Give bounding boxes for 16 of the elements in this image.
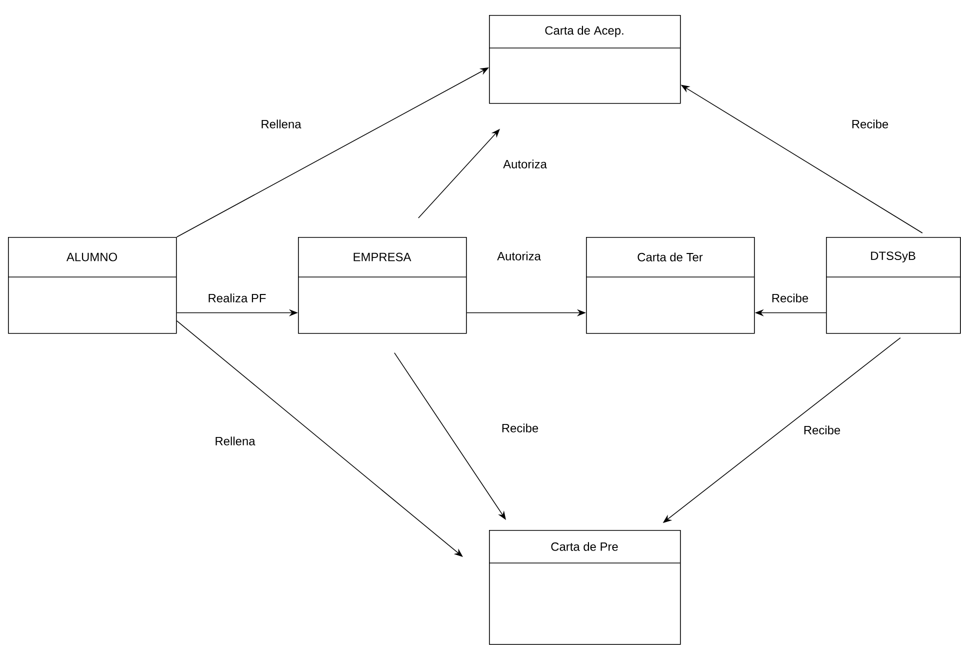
class-box: Carta de Pre (488, 530, 681, 645)
arrow (176, 320, 463, 557)
edge-label: Realiza PF (206, 292, 268, 304)
class-box: Carta de Ter (586, 236, 755, 334)
edge-label: Recibe (770, 292, 810, 304)
edge-label: Autoriza (496, 250, 542, 262)
edge-label: Rellena (213, 435, 257, 447)
edge-label: Recibe (850, 118, 890, 130)
class-box: DTSSyB (826, 236, 961, 334)
class-box: Carta de Acep. (488, 15, 681, 104)
edge-label: Rellena (259, 118, 303, 130)
class-box: ALUMNO (8, 236, 177, 334)
edge-label: Recibe (802, 424, 842, 436)
class-box: EMPRESA (298, 236, 467, 334)
edge-label: Autoriza (502, 158, 548, 170)
edge-label: Recibe (500, 422, 540, 434)
